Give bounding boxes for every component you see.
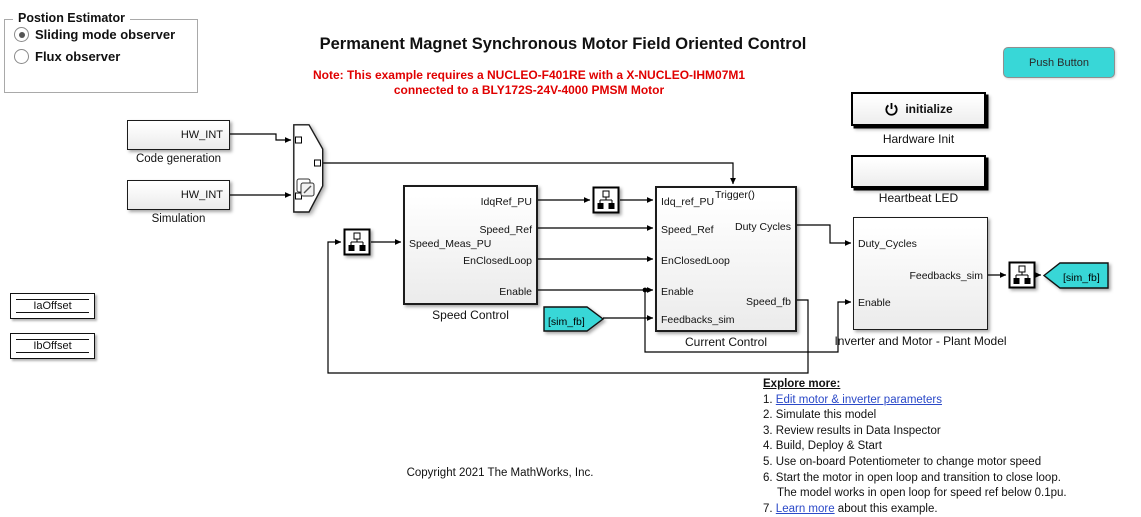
radio-label: Flux observer [35, 49, 121, 64]
explore-item: 1. Edit motor & inverter parameters [763, 393, 942, 406]
port-enclosedloop: EnClosedLoop [463, 255, 532, 267]
variant-source-block[interactable] [293, 124, 324, 213]
port-enable: Enable [858, 297, 891, 309]
explore-item: 4. Build, Deploy & Start [763, 440, 882, 453]
bus-element-block[interactable] [592, 186, 620, 219]
model-note-line2: connected to a BLY172S-24V-4000 PMSM Mot… [393, 82, 665, 97]
current-control-block[interactable]: Trigger() Idq_ref_PU Speed_Ref EnClosedL… [655, 186, 797, 332]
current-control-label: Current Control [684, 335, 768, 349]
copyright-text: Copyright 2021 The MathWorks, Inc. [406, 467, 594, 479]
push-button-block[interactable]: Push Button [1003, 47, 1115, 78]
hw-int-value: HW_INT [180, 189, 223, 201]
port-idq-ref-pu: Idq_ref_PU [661, 196, 715, 208]
wire [323, 162, 736, 185]
edit-parameters-link[interactable]: Edit motor & inverter parameters [775, 393, 942, 406]
port-idqref-pu: IdqRef_PU [480, 196, 532, 208]
bus-element-block[interactable] [1008, 261, 1036, 294]
model-title: Permanent Magnet Synchronous Motor Field… [319, 35, 807, 53]
simulation-block[interactable]: HW_INT [127, 180, 230, 210]
radio-sliding-mode-observer[interactable]: Sliding mode observer [14, 27, 197, 42]
goto-tag-sim-fb[interactable]: [sim_fb] [1042, 262, 1110, 294]
port-duty-cycles: Duty Cycles [734, 221, 791, 233]
port-speed-meas-pu: Speed_Meas_PU [409, 238, 492, 250]
goto-tag-label: [sim_fb] [1063, 272, 1100, 284]
variant-badge-icon [296, 178, 315, 197]
hw-int-value: HW_INT [180, 129, 223, 141]
trigger-port-label: Trigger() [715, 189, 755, 201]
code-generation-label: Code generation [135, 153, 222, 165]
radio-label: Sliding mode observer [35, 27, 176, 42]
explore-item: 5. Use on-board Potentiometer to change … [763, 455, 1042, 468]
speed-control-label: Speed Control [432, 308, 509, 322]
panel-title: Postion Estimator [13, 11, 130, 25]
simulation-label: Simulation [151, 213, 206, 225]
hardware-init-text: initialize [905, 102, 953, 116]
wire [230, 133, 292, 143]
explore-item: 2. Simulate this model [763, 409, 877, 422]
hardware-init-label: Hardware Init [882, 132, 955, 146]
model-note-line1: Note: This example requires a NUCLEO-F40… [312, 68, 746, 82]
explore-more-section: Explore more: 1. Edit motor & inverter p… [763, 377, 1108, 517]
port-feedbacks-sim: Feedbacks_sim [909, 270, 983, 282]
port-enclosedloop: EnClosedLoop [661, 255, 730, 267]
learn-more-link[interactable]: Learn more [775, 502, 835, 515]
port-duty-cycles: Duty_Cycles [858, 238, 917, 250]
position-estimator-panel: Postion Estimator Sliding mode observer … [4, 11, 198, 93]
heartbeat-led-label: Heartbeat LED [878, 191, 959, 205]
explore-heading: Explore more: [763, 378, 841, 390]
explore-item: 3. Review results in Data Inspector [763, 424, 941, 437]
ib-offset-block[interactable]: IbOffset [10, 333, 95, 359]
ia-offset-block[interactable]: IaOffset [10, 293, 95, 319]
code-generation-block[interactable]: HW_INT [127, 120, 230, 150]
speed-control-block[interactable]: Speed_Meas_PU IdqRef_PU Speed_Ref EnClos… [403, 185, 538, 305]
ib-offset-label: IbOffset [33, 340, 72, 352]
branch-dot [642, 287, 648, 293]
port-enable: Enable [499, 286, 532, 298]
plant-model-label: Inverter and Motor - Plant Model [834, 334, 1007, 348]
from-tag-sim-fb[interactable]: [sim_fb] [543, 306, 605, 337]
bus-element-block[interactable] [343, 228, 371, 261]
port-enable: Enable [661, 286, 694, 298]
model-note: Note: This example requires a NUCLEO-F40… [233, 68, 825, 97]
port-speed-fb: Speed_fb [746, 296, 791, 308]
power-icon [885, 102, 898, 116]
port-speed-ref: Speed_Ref [661, 224, 714, 236]
explore-item: 6. Start the motor in open loop and tran… [763, 471, 1061, 484]
port-speed-ref: Speed_Ref [479, 224, 532, 236]
wire [797, 224, 852, 246]
radio-unselected-icon[interactable] [14, 49, 29, 64]
hardware-init-block[interactable]: initialize [851, 92, 986, 126]
radio-flux-observer[interactable]: Flux observer [14, 49, 197, 64]
plant-model-block[interactable]: Duty_Cycles Enable Feedbacks_sim [853, 217, 988, 330]
ia-offset-label: IaOffset [33, 300, 72, 312]
radio-selected-icon[interactable] [14, 27, 29, 42]
explore-item-continuation: The model works in open loop for speed r… [777, 487, 1067, 500]
port-feedbacks-sim: Feedbacks_sim [661, 314, 735, 326]
heartbeat-led-block[interactable] [851, 155, 986, 188]
push-button-label: Push Button [1029, 56, 1089, 69]
explore-item: 7. Learn more about this example. [763, 502, 938, 515]
from-tag-label: [sim_fb] [548, 315, 585, 328]
